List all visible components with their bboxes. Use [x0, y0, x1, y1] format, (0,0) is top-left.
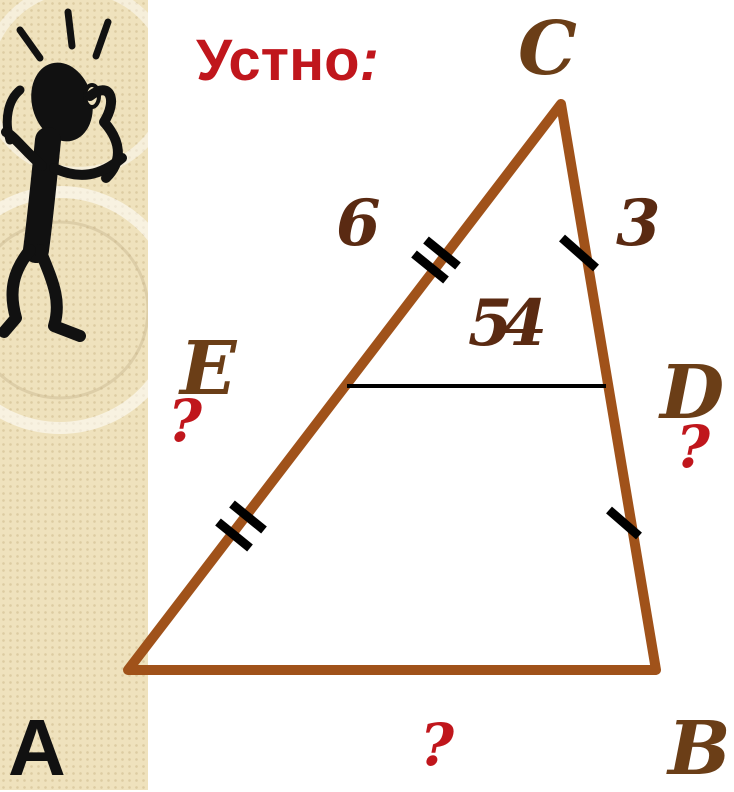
side-value-cd: 3 — [616, 186, 661, 261]
triangle-ABC — [123, 99, 661, 675]
unknown-ab: ? — [420, 711, 454, 779]
single-tick-lower — [606, 506, 642, 540]
heading-text: Устно — [196, 28, 360, 93]
heading-colon: : — [359, 28, 379, 93]
vertex-label-d: D — [660, 350, 725, 436]
unknown-ae: ? — [168, 387, 202, 455]
side-value-ce: 6 — [336, 186, 381, 261]
vertex-label-e: E — [180, 326, 237, 412]
heading-title: Устно: — [196, 32, 379, 90]
vertex-label-a: А — [8, 703, 66, 792]
double-tick-lower — [215, 500, 267, 552]
unknown-db: ? — [676, 413, 710, 481]
vertex-label-b: B — [668, 706, 731, 792]
worried-stick-figure-icon — [0, 8, 127, 342]
side-value-ed: 54 — [468, 286, 547, 361]
double-tick-upper — [411, 236, 461, 284]
vertex-label-c: C — [518, 6, 577, 92]
single-tick-upper — [559, 234, 599, 272]
